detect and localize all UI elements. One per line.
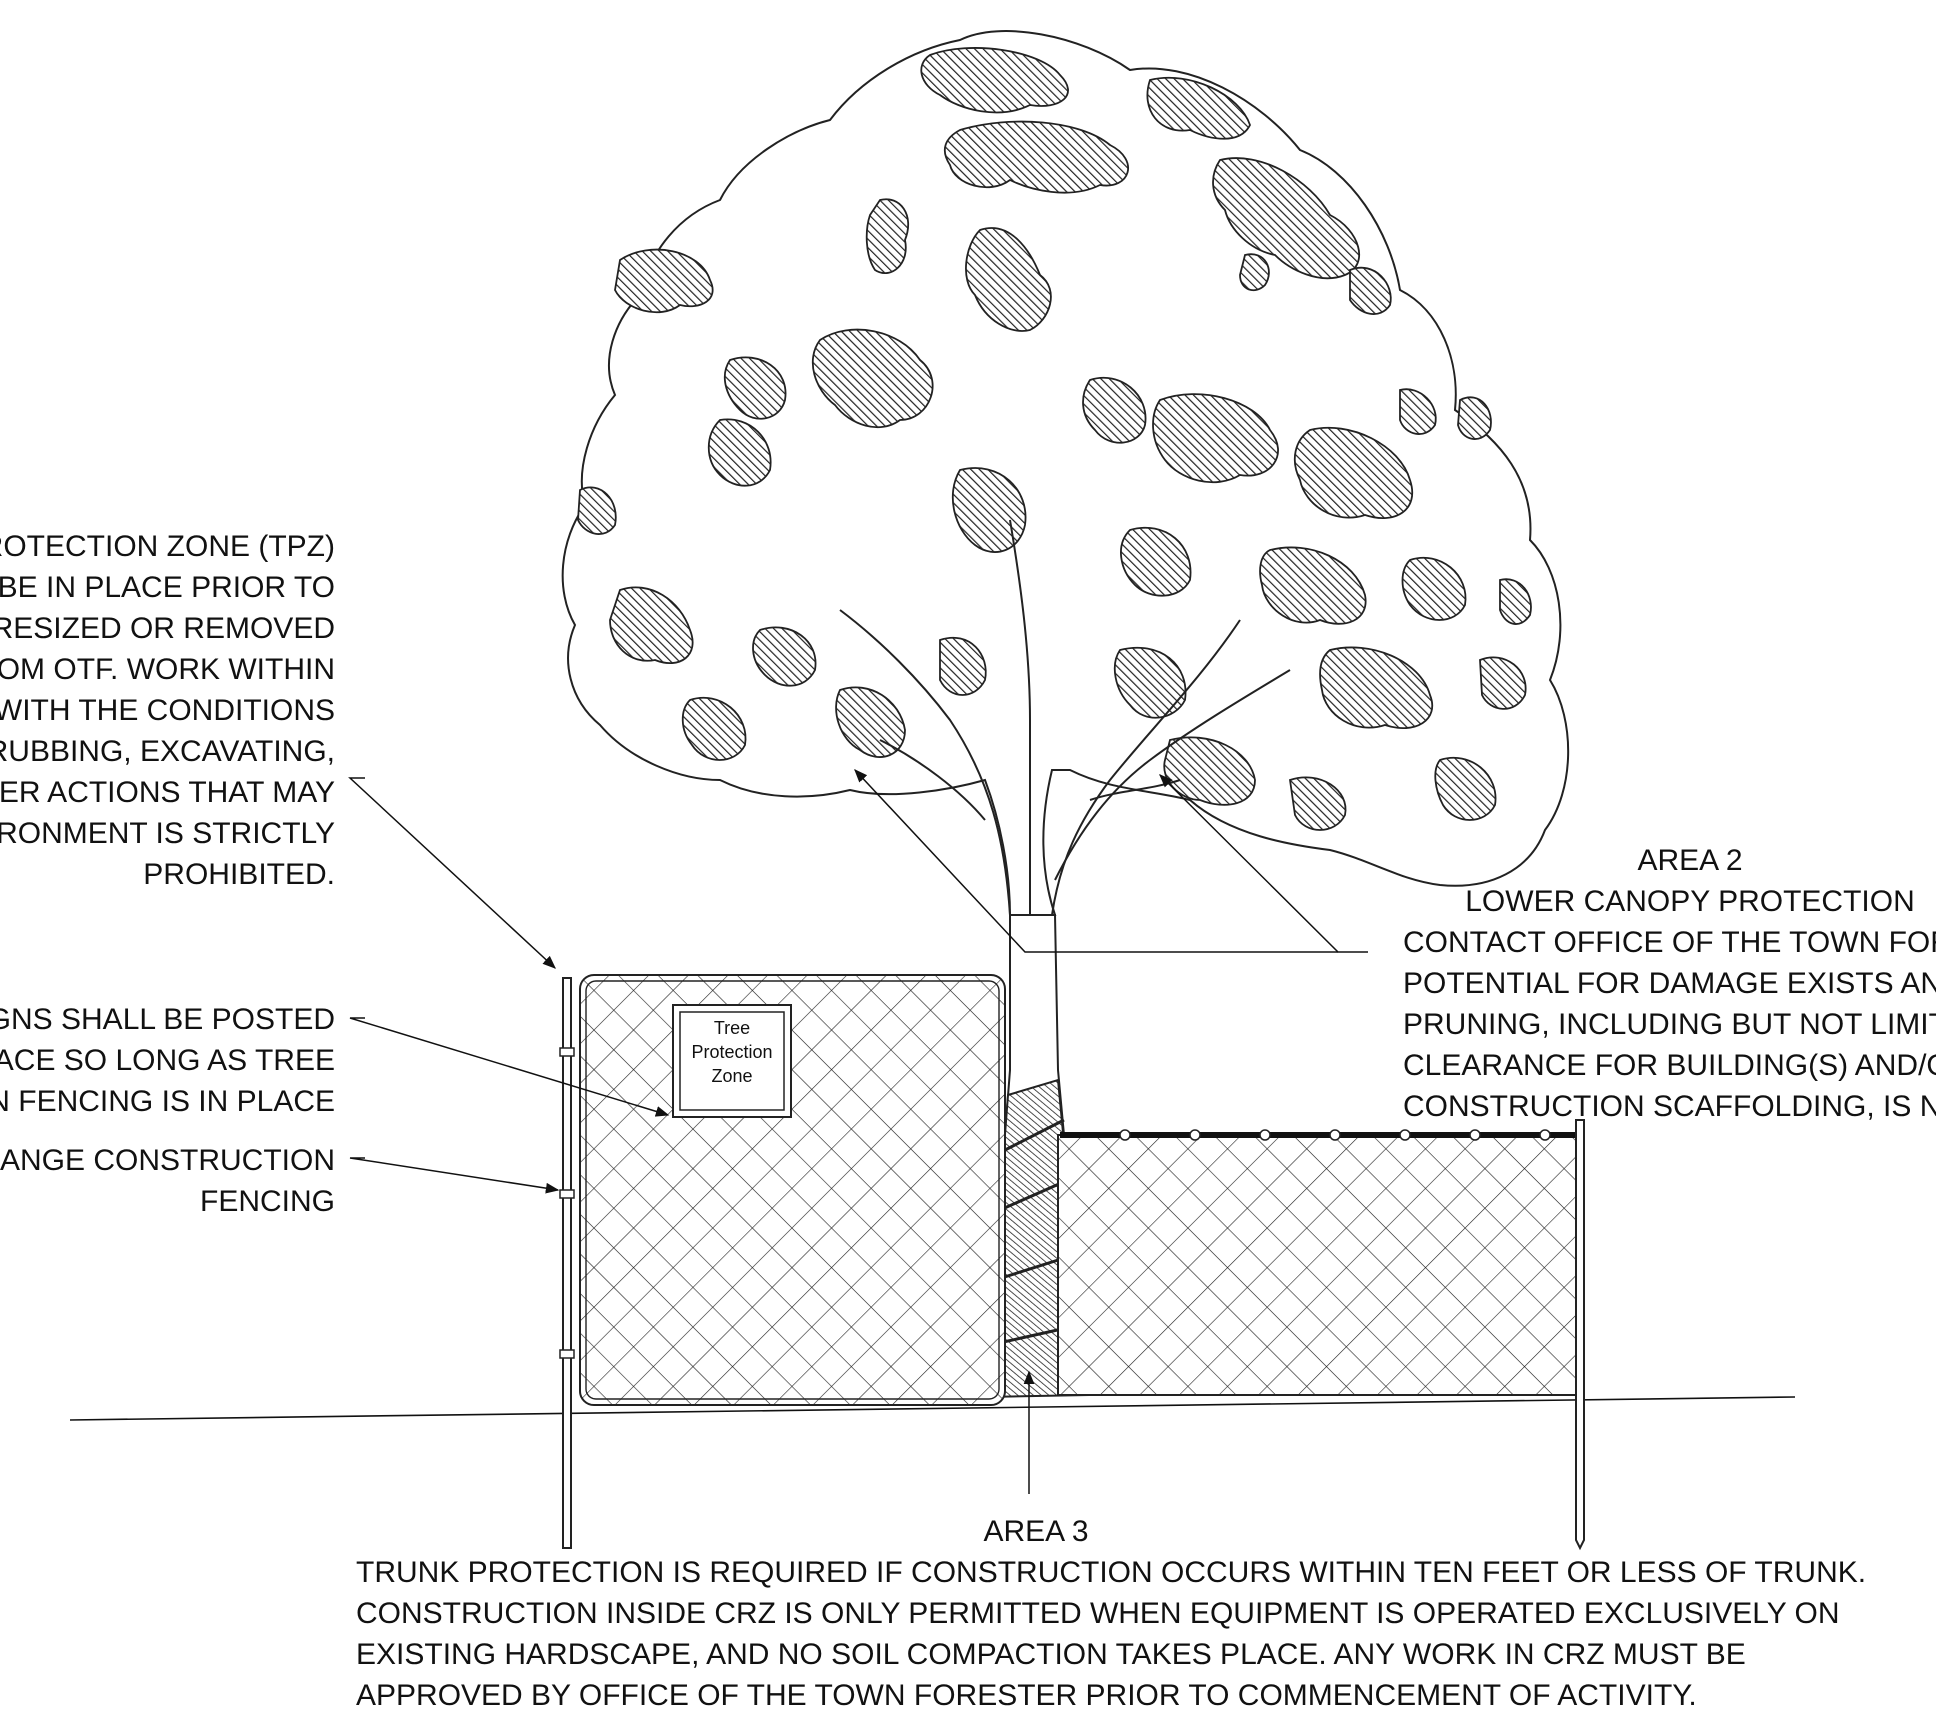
fencing-note-line: H ORANGE CONSTRUCTION	[0, 1144, 335, 1177]
area3-note-line: TRUNK PROTECTION IS REQUIRED IF CONSTRUC…	[356, 1556, 1866, 1589]
area3-note: AREA 3 TRUNK PROTECTION IS REQUIRED IF C…	[356, 1515, 1866, 1712]
area3-note-line: APPROVED BY OFFICE OF THE TOWN FORESTER …	[356, 1679, 1697, 1712]
signs-note: E SIGNS SHALL BE POSTED N PLACE SO LONG …	[0, 1003, 335, 1118]
tpz-note-line: UST BE IN PLACE PRIOR TO	[0, 571, 335, 604]
sign-line-1: Tree	[714, 1018, 750, 1038]
fence-post-right	[1575, 1119, 1585, 1551]
tpz-note-line: PROHIBITED.	[143, 858, 335, 891]
area3-title: AREA 3	[983, 1515, 1088, 1548]
leader-lines	[348, 769, 1368, 1494]
tpz-note-line: E PROTECTION ZONE (TPZ)	[0, 530, 335, 563]
area2-title: AREA 2	[1637, 844, 1742, 877]
tpz-note-line: BE RESIZED OR REMOVED	[0, 612, 335, 645]
tpz-note-line: ICE WITH THE CONDITIONS	[0, 694, 335, 727]
signs-note-line: N PLACE SO LONG AS TREE	[0, 1044, 335, 1077]
tpz-leader-arrow	[348, 777, 556, 969]
area2-note-line: CLEARANCE FOR BUILDING(S) AND/OR	[1403, 1049, 1936, 1082]
sign-line-2: Protection	[691, 1042, 772, 1062]
signs-note-line: CTION FENCING IS IN PLACE	[0, 1085, 335, 1118]
tree-protection-sign: Tree Protection Zone	[672, 1004, 792, 1118]
area2-left-leader-arrow	[854, 769, 1338, 953]
tpz-note: E PROTECTION ZONE (TPZ) UST BE IN PLACE …	[0, 530, 335, 891]
area2-note: AREA 2 LOWER CANOPY PROTECTION CONTACT O…	[1403, 844, 1936, 1123]
fence-panel-left	[579, 974, 1006, 1406]
tpz-note-line: FROM OTF. WORK WITHIN	[0, 653, 335, 686]
tpz-note-line: NVIRONMENT IS STRICTLY	[0, 817, 335, 850]
fence-panel-right	[1057, 1129, 1581, 1396]
area2-note-line: CONSTRUCTION SCAFFOLDING, IS NEEDED	[1403, 1090, 1936, 1123]
area2-subtitle: LOWER CANOPY PROTECTION	[1465, 885, 1915, 918]
area2-note-line: PRUNING, INCLUDING BUT NOT LIMITED TO	[1403, 1008, 1936, 1041]
area2-note-line: CONTACT OFFICE OF THE TOWN FORESTER	[1403, 926, 1936, 959]
fencing-note-line: FENCING	[200, 1185, 335, 1218]
tpz-note-line: , GRUBBING, EXCAVATING,	[0, 735, 335, 768]
fencing-note: H ORANGE CONSTRUCTION FENCING	[0, 1144, 335, 1218]
sign-line-3: Zone	[711, 1066, 752, 1086]
tpz-note-line: OTHER ACTIONS THAT MAY	[0, 776, 335, 809]
fence-post-left	[559, 977, 575, 1549]
area2-note-line: POTENTIAL FOR DAMAGE EXISTS AND/OR I	[1403, 967, 1936, 1000]
area3-note-line: EXISTING HARDSCAPE, AND NO SOIL COMPACTI…	[356, 1638, 1746, 1671]
ground-line	[69, 1396, 1796, 1421]
signs-note-line: E SIGNS SHALL BE POSTED	[0, 1003, 335, 1036]
area3-note-line: CONSTRUCTION INSIDE CRZ IS ONLY PERMITTE…	[356, 1597, 1840, 1630]
tree-branches	[839, 519, 1291, 916]
canopy-foliage	[577, 47, 1532, 831]
signs-leader-arrow	[349, 1017, 670, 1117]
fencing-leader-arrow	[349, 1157, 560, 1194]
